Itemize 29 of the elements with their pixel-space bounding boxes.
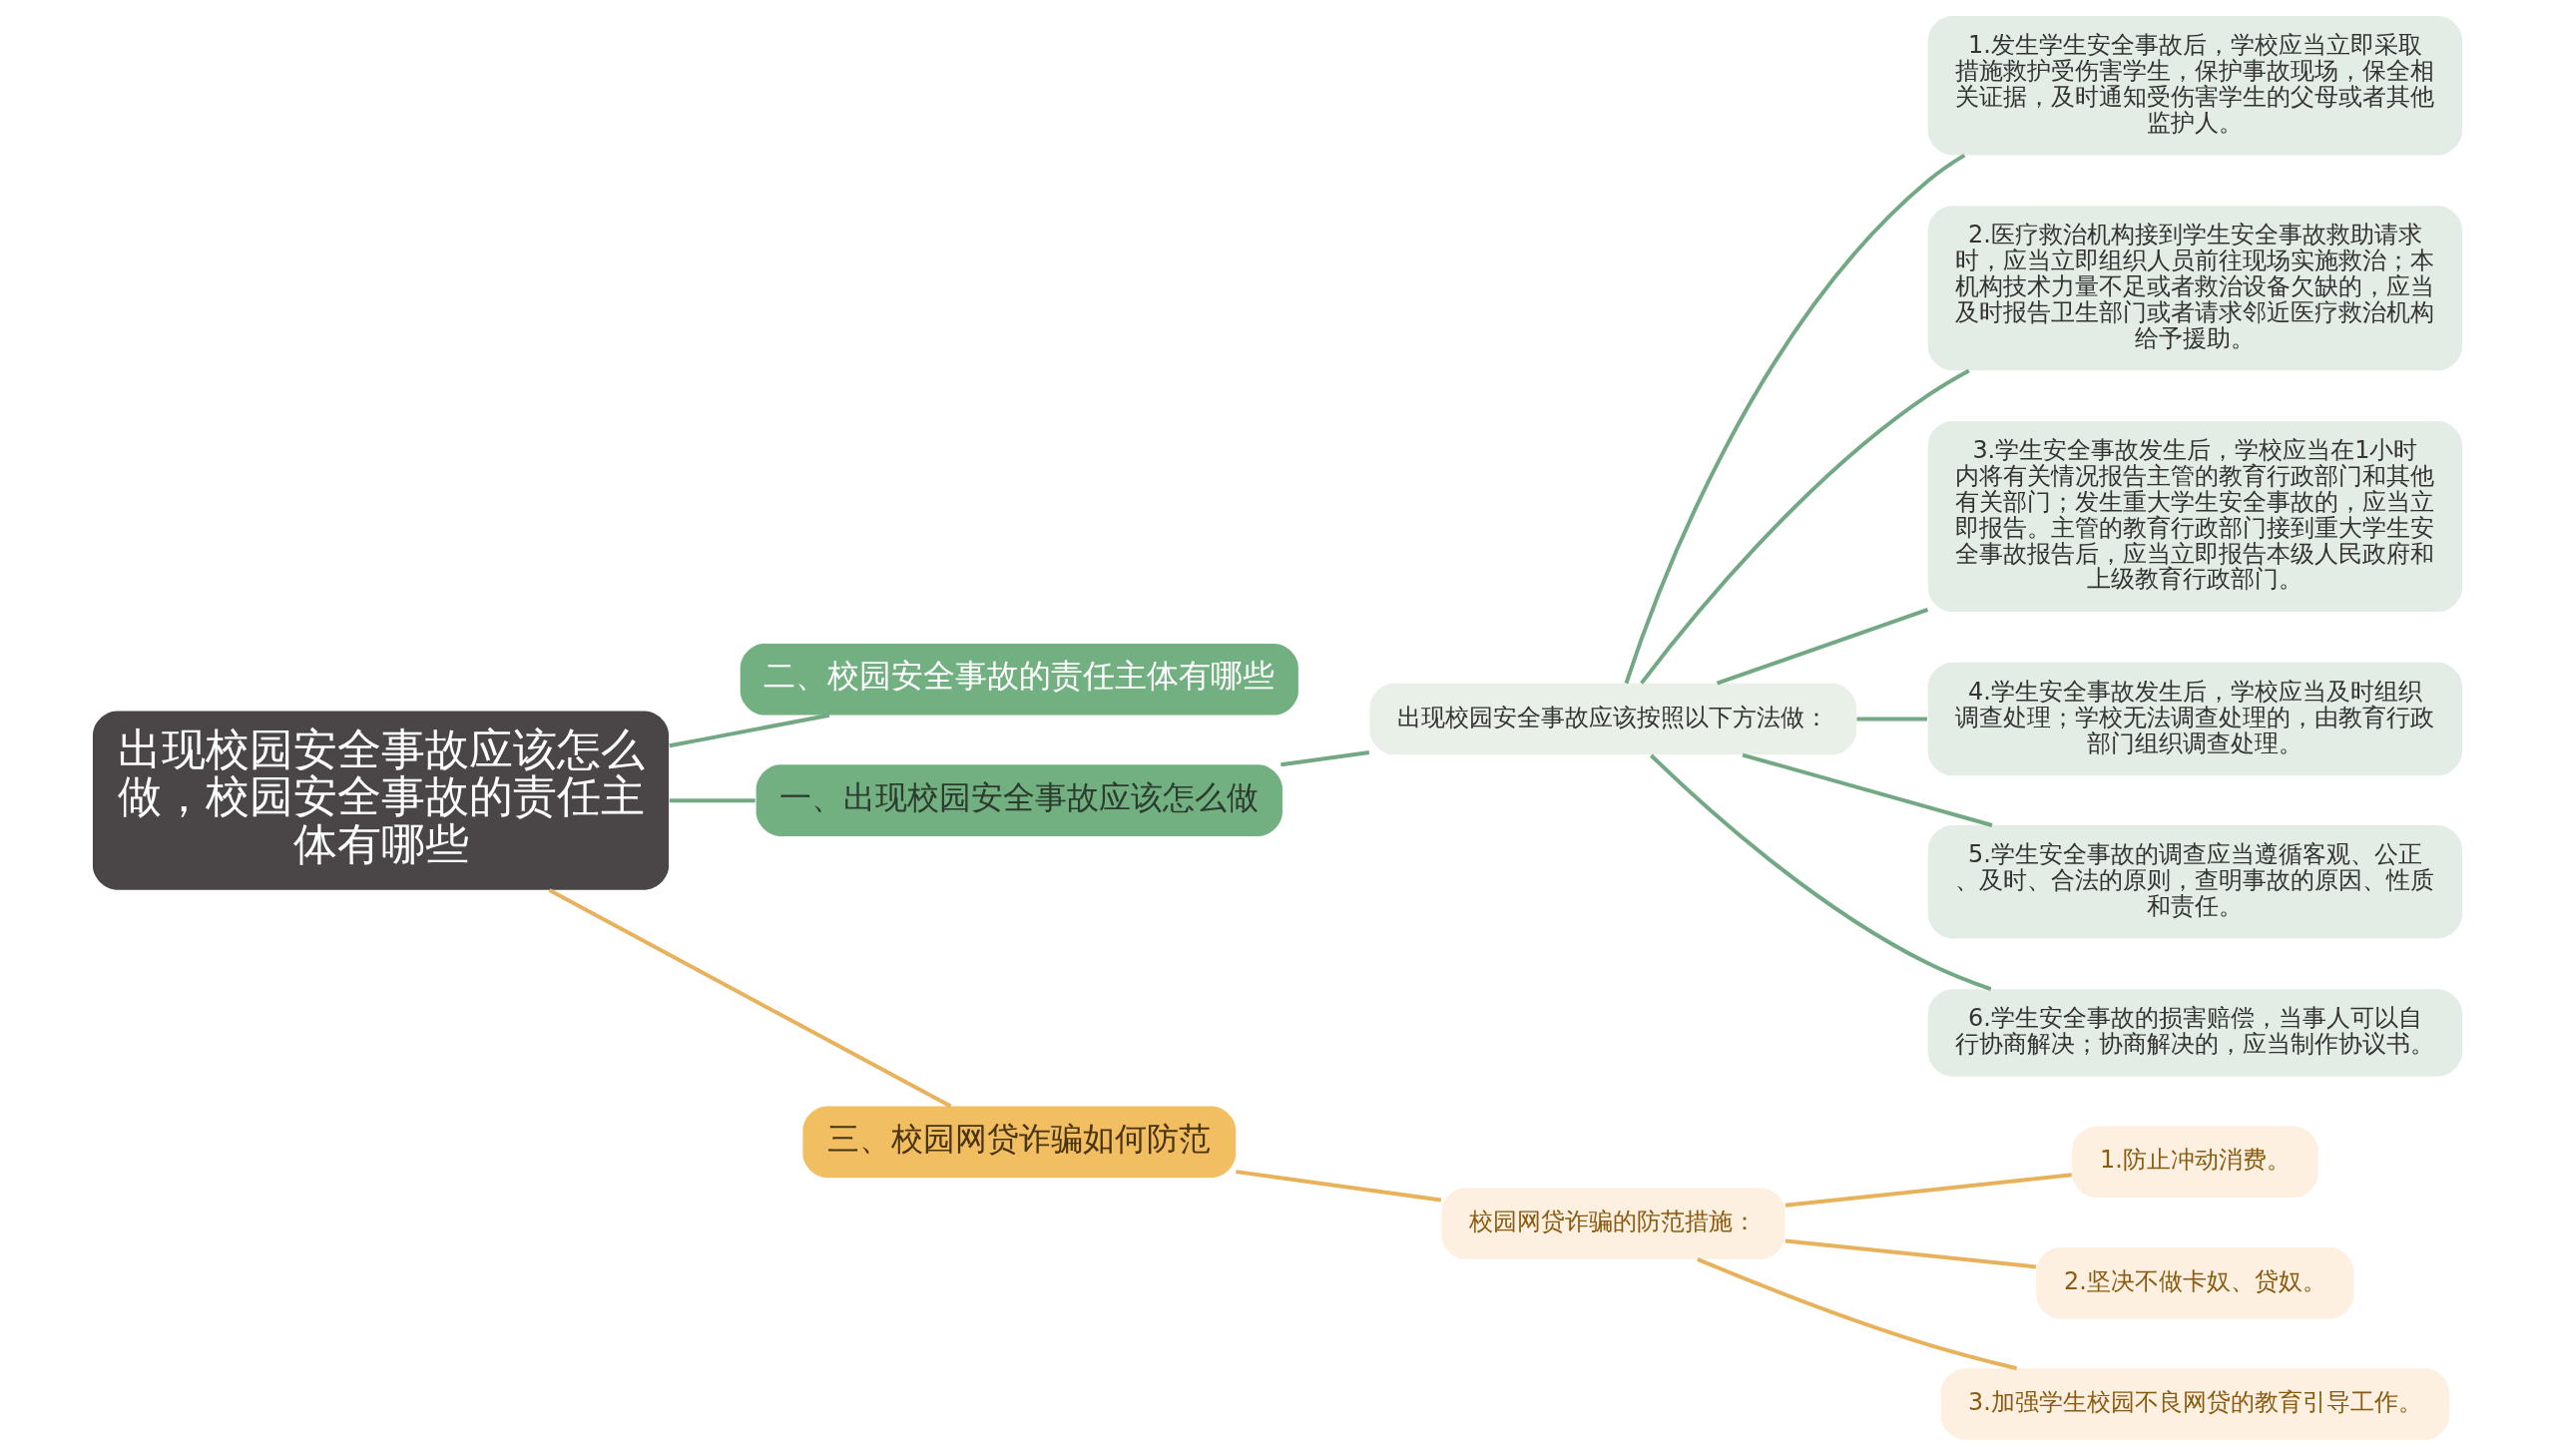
connector <box>1716 607 1929 686</box>
connector <box>669 798 756 803</box>
node-box: 4.学生安全事故发生后，学校应当及时组织调查处理；学校无法调查处理的，由教育行政部门组织调查处理。 <box>1927 662 2463 776</box>
node-box: 3.学生安全事故发生后，学校应当在1小时内将有关情况报告主管的教育行政部门和其他有关部门；发生重大学生安全事故的，应当立即报告。主管的教育行政部门接到重大学生安全事故报告后，应当立即报告本级人民政府和上级教育行政部门。 <box>1927 421 2463 613</box>
node-box: 1.发生学生安全事故后，学校应当立即采取措施救护受伤害学生，保护事故现场，保全相关证据，及时通知受伤害学生的父母或者其他监护人。 <box>1927 16 2463 156</box>
connector <box>1624 153 1966 685</box>
node-box: 三、校园网贷诈骗如何防范 <box>802 1106 1237 1179</box>
node-box: 2.坚决不做卡奴、贷奴。 <box>2036 1246 2354 1319</box>
connector <box>1856 717 1927 722</box>
connector <box>1640 368 1970 685</box>
connector <box>1785 1238 2037 1269</box>
connector <box>1697 1257 2018 1371</box>
node-box: 6.学生安全事故的损害赔偿，当事人可以自行协商解决；协商解决的，应当制作协议书。 <box>1927 989 2463 1077</box>
connector <box>548 888 952 1109</box>
node-box: 3.加强学生校园不良网贷的教育引导工作。 <box>1940 1368 2450 1440</box>
node-box: 2.医疗救治机构接到学生安全事故救助请求时，应当立即组织人员前往现场实施救治；本机构技术力量不足或者救治设备欠缺的，应当及时报告卫生部门或者请求邻近医疗救治机构给予援助。 <box>1927 206 2463 371</box>
node-box: 一、出现校园安全事故应该怎么做 <box>756 764 1282 836</box>
connector <box>1785 1173 2072 1208</box>
connector <box>669 713 830 748</box>
node-box: 出现校园安全事故应该按照以下方法做： <box>1369 683 1857 755</box>
connector <box>1650 753 1992 992</box>
connector <box>1280 750 1370 767</box>
node-box: 校园网贷诈骗的防范措施： <box>1441 1188 1786 1259</box>
connector <box>1742 752 1993 827</box>
node-box: 出现校园安全事故应该怎么做，校园安全事故的责任主体有哪些 <box>92 711 670 890</box>
node-box: 1.防止冲动消费。 <box>2072 1126 2318 1199</box>
node-box: 5.学生安全事故的调查应当遵循客观、公正、及时、合法的原则，查明事故的原因、性质和责任。 <box>1927 825 2463 939</box>
node-box: 二、校园安全事故的责任主体有哪些 <box>740 643 1298 716</box>
connector <box>1236 1170 1442 1203</box>
